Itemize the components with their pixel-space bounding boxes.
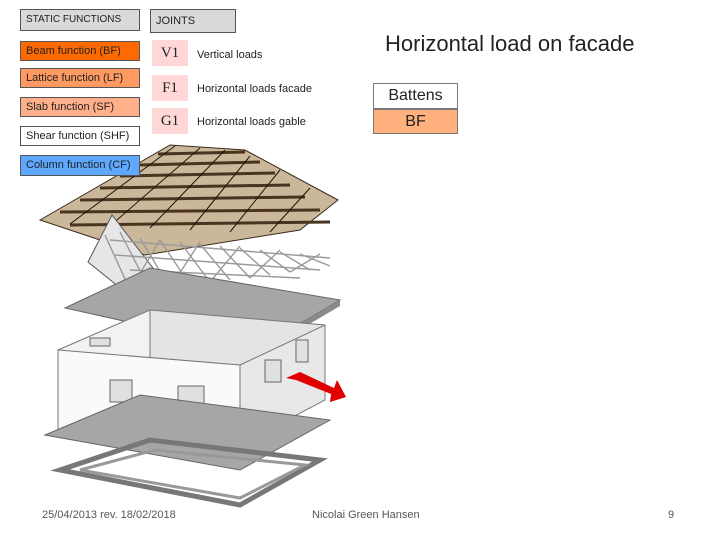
footer-date: 25/04/2013 rev. 18/02/2018	[42, 509, 176, 521]
page-number: 9	[668, 509, 674, 521]
footer-author: Nicolai Green Hansen	[312, 509, 420, 521]
column-function-label: Column function (CF)	[20, 155, 140, 176]
